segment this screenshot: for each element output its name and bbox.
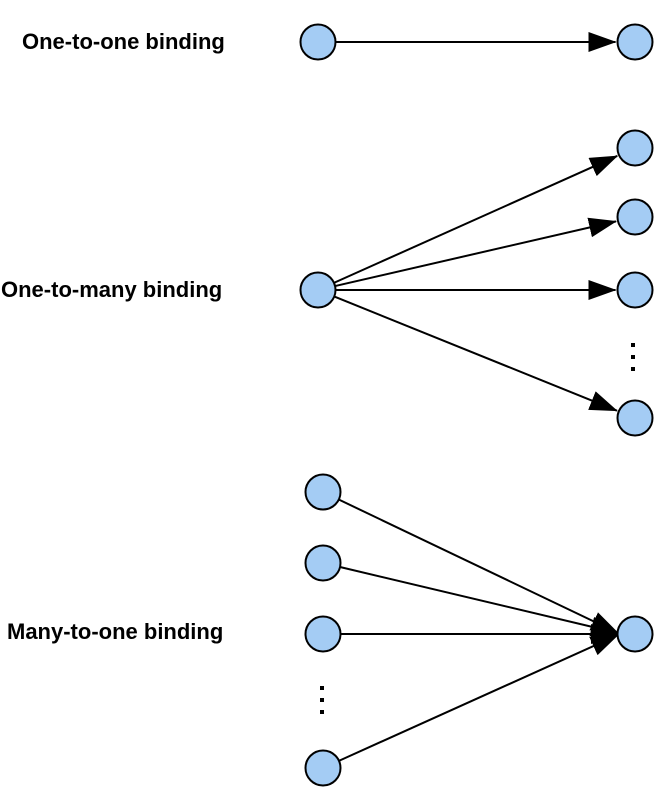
node-circle bbox=[304, 544, 342, 582]
node-circle bbox=[616, 198, 654, 236]
binding-arrow bbox=[338, 634, 619, 762]
vertical-ellipsis-dot bbox=[320, 698, 324, 702]
node-circle bbox=[304, 473, 342, 511]
vertical-ellipsis-dot bbox=[631, 343, 635, 347]
binding-arrow bbox=[335, 217, 617, 287]
node-circle bbox=[299, 23, 337, 61]
binding-arrow bbox=[334, 295, 618, 412]
nodes-layer bbox=[299, 23, 654, 787]
vertical-ellipsis-dot bbox=[631, 367, 635, 371]
label-one-to-one-binding: One-to-one binding bbox=[22, 29, 225, 54]
binding-arrow bbox=[340, 566, 619, 637]
edges-layer bbox=[334, 32, 619, 762]
node-circle bbox=[616, 129, 654, 167]
node-circle bbox=[616, 271, 654, 309]
vertical-ellipsis-dot bbox=[631, 355, 635, 359]
label-many-to-one-binding: Many-to-one binding bbox=[7, 619, 224, 644]
binding-arrow bbox=[338, 498, 619, 634]
vertical-ellipsis-dot bbox=[320, 686, 324, 690]
binding-arrow bbox=[334, 155, 619, 284]
node-circle bbox=[616, 399, 654, 437]
label-one-to-many-binding: One-to-many binding bbox=[1, 277, 223, 302]
vertical-ellipsis-dot bbox=[320, 710, 324, 714]
node-circle bbox=[299, 271, 337, 309]
node-circle bbox=[304, 615, 342, 653]
node-circle bbox=[616, 23, 654, 61]
ellipsis-layer bbox=[320, 343, 635, 714]
node-circle bbox=[616, 615, 654, 653]
node-circle bbox=[304, 749, 342, 787]
